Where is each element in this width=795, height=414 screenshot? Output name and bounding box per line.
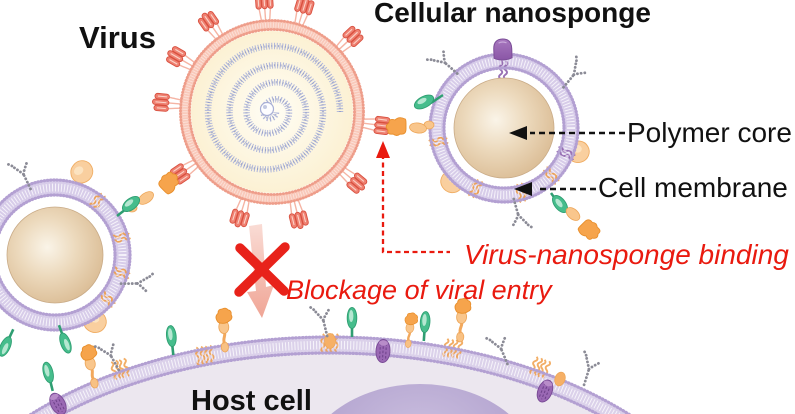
mushroom-protein-icon: [493, 38, 513, 61]
green-protein-icon: [345, 306, 359, 339]
cell-membrane-callout-arrow: [514, 182, 596, 196]
blockage-of-viral-entry-label: Blockage of viral entry: [286, 275, 552, 305]
cellular-nanosponge: [385, 38, 604, 245]
virus-particle: [151, 0, 393, 232]
green-protein-icon: [417, 309, 432, 343]
virus-nanosponge-binding-label: Virus-nanosponge binding: [464, 239, 789, 270]
virus-left-binding-site: [116, 168, 184, 217]
polymer-core-label: Polymer core: [627, 117, 792, 148]
green-protein-icon: [0, 325, 19, 360]
arrowhead-up-icon: [376, 141, 390, 158]
virus-label: Virus: [79, 20, 156, 55]
arrowhead-left-icon: [514, 182, 532, 196]
cellular-nanosponge-label: Cellular nanosponge: [374, 0, 651, 28]
receptor-hand-icon: [385, 117, 407, 136]
left-nanosponge: [0, 156, 157, 360]
green-protein-icon: [164, 323, 180, 357]
host-cell: [28, 296, 632, 414]
rna-spiral-center: [259, 101, 275, 117]
polymer-core: [453, 77, 555, 179]
virus-right-binding-site: [385, 93, 444, 136]
polymer-core: [6, 206, 104, 304]
binding-callout-arrow: [376, 141, 450, 254]
polymer-core-callout-arrow: [509, 126, 625, 140]
cell-membrane-label: Cell membrane: [598, 172, 788, 203]
nanosponge-bottom-proteins: [549, 192, 604, 245]
membrane-protein-orange: [554, 371, 566, 387]
nucleus: [331, 384, 509, 414]
host-membrane-proteins: [39, 296, 604, 414]
host-cell-label: Host cell: [191, 385, 312, 414]
arrowhead-left-icon: [509, 126, 527, 140]
green-protein-icon: [39, 359, 59, 394]
red-x-icon: [234, 242, 290, 297]
